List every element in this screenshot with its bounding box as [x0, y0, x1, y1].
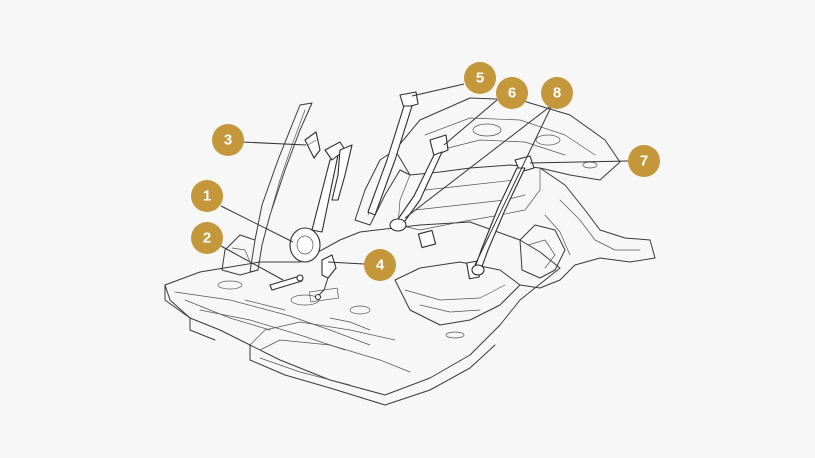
- seat-belt-front-left: [269, 131, 353, 301]
- callout-7: 7: [628, 145, 660, 177]
- callout-badge-2: [191, 222, 223, 254]
- callout-badge-7: [628, 145, 660, 177]
- callout-badge-1: [191, 180, 223, 212]
- callout-label-8: 8: [553, 85, 561, 102]
- leader-4: [327, 261, 365, 265]
- vehicle-floor-pan: [164, 221, 561, 406]
- callout-label-7: 7: [640, 153, 648, 170]
- callout-label-2: 2: [203, 230, 211, 247]
- leader-1: [220, 205, 294, 243]
- leader-5: [411, 83, 465, 97]
- callout-label-6: 6: [508, 85, 516, 102]
- leader-2: [220, 245, 284, 281]
- leader-8b: [474, 104, 553, 266]
- leader-8a: [404, 104, 553, 219]
- callout-badge-4: [364, 249, 396, 281]
- callout-3: 3: [212, 124, 244, 156]
- callout-2: 2: [191, 222, 223, 254]
- callout-5: 5: [464, 62, 496, 94]
- seat-belt-rear-left: [367, 91, 419, 216]
- seat-belt-rear-right: [471, 155, 535, 276]
- leader-7: [529, 160, 629, 164]
- callout-6: 6: [496, 77, 528, 109]
- callout-badge-5: [464, 62, 496, 94]
- leader-lines: [220, 83, 629, 281]
- left-pillar-structure: [221, 102, 313, 276]
- leader-3: [241, 141, 307, 146]
- callout-label-1: 1: [203, 188, 211, 205]
- callout-badge-3: [212, 124, 244, 156]
- callout-8: 8: [541, 77, 573, 109]
- leader-6: [443, 99, 498, 146]
- callout-badge-8: [541, 77, 573, 109]
- callout-label-4: 4: [376, 257, 385, 274]
- callout-badge-6: [496, 77, 528, 109]
- callout-1: 1: [191, 180, 223, 212]
- seat-belt-rear-center: [389, 134, 449, 232]
- callout-label-5: 5: [476, 70, 484, 87]
- callout-badges: 1 2 3 4 5 6 7 8: [191, 62, 660, 281]
- callout-label-3: 3: [224, 132, 232, 149]
- callout-4: 4: [364, 249, 396, 281]
